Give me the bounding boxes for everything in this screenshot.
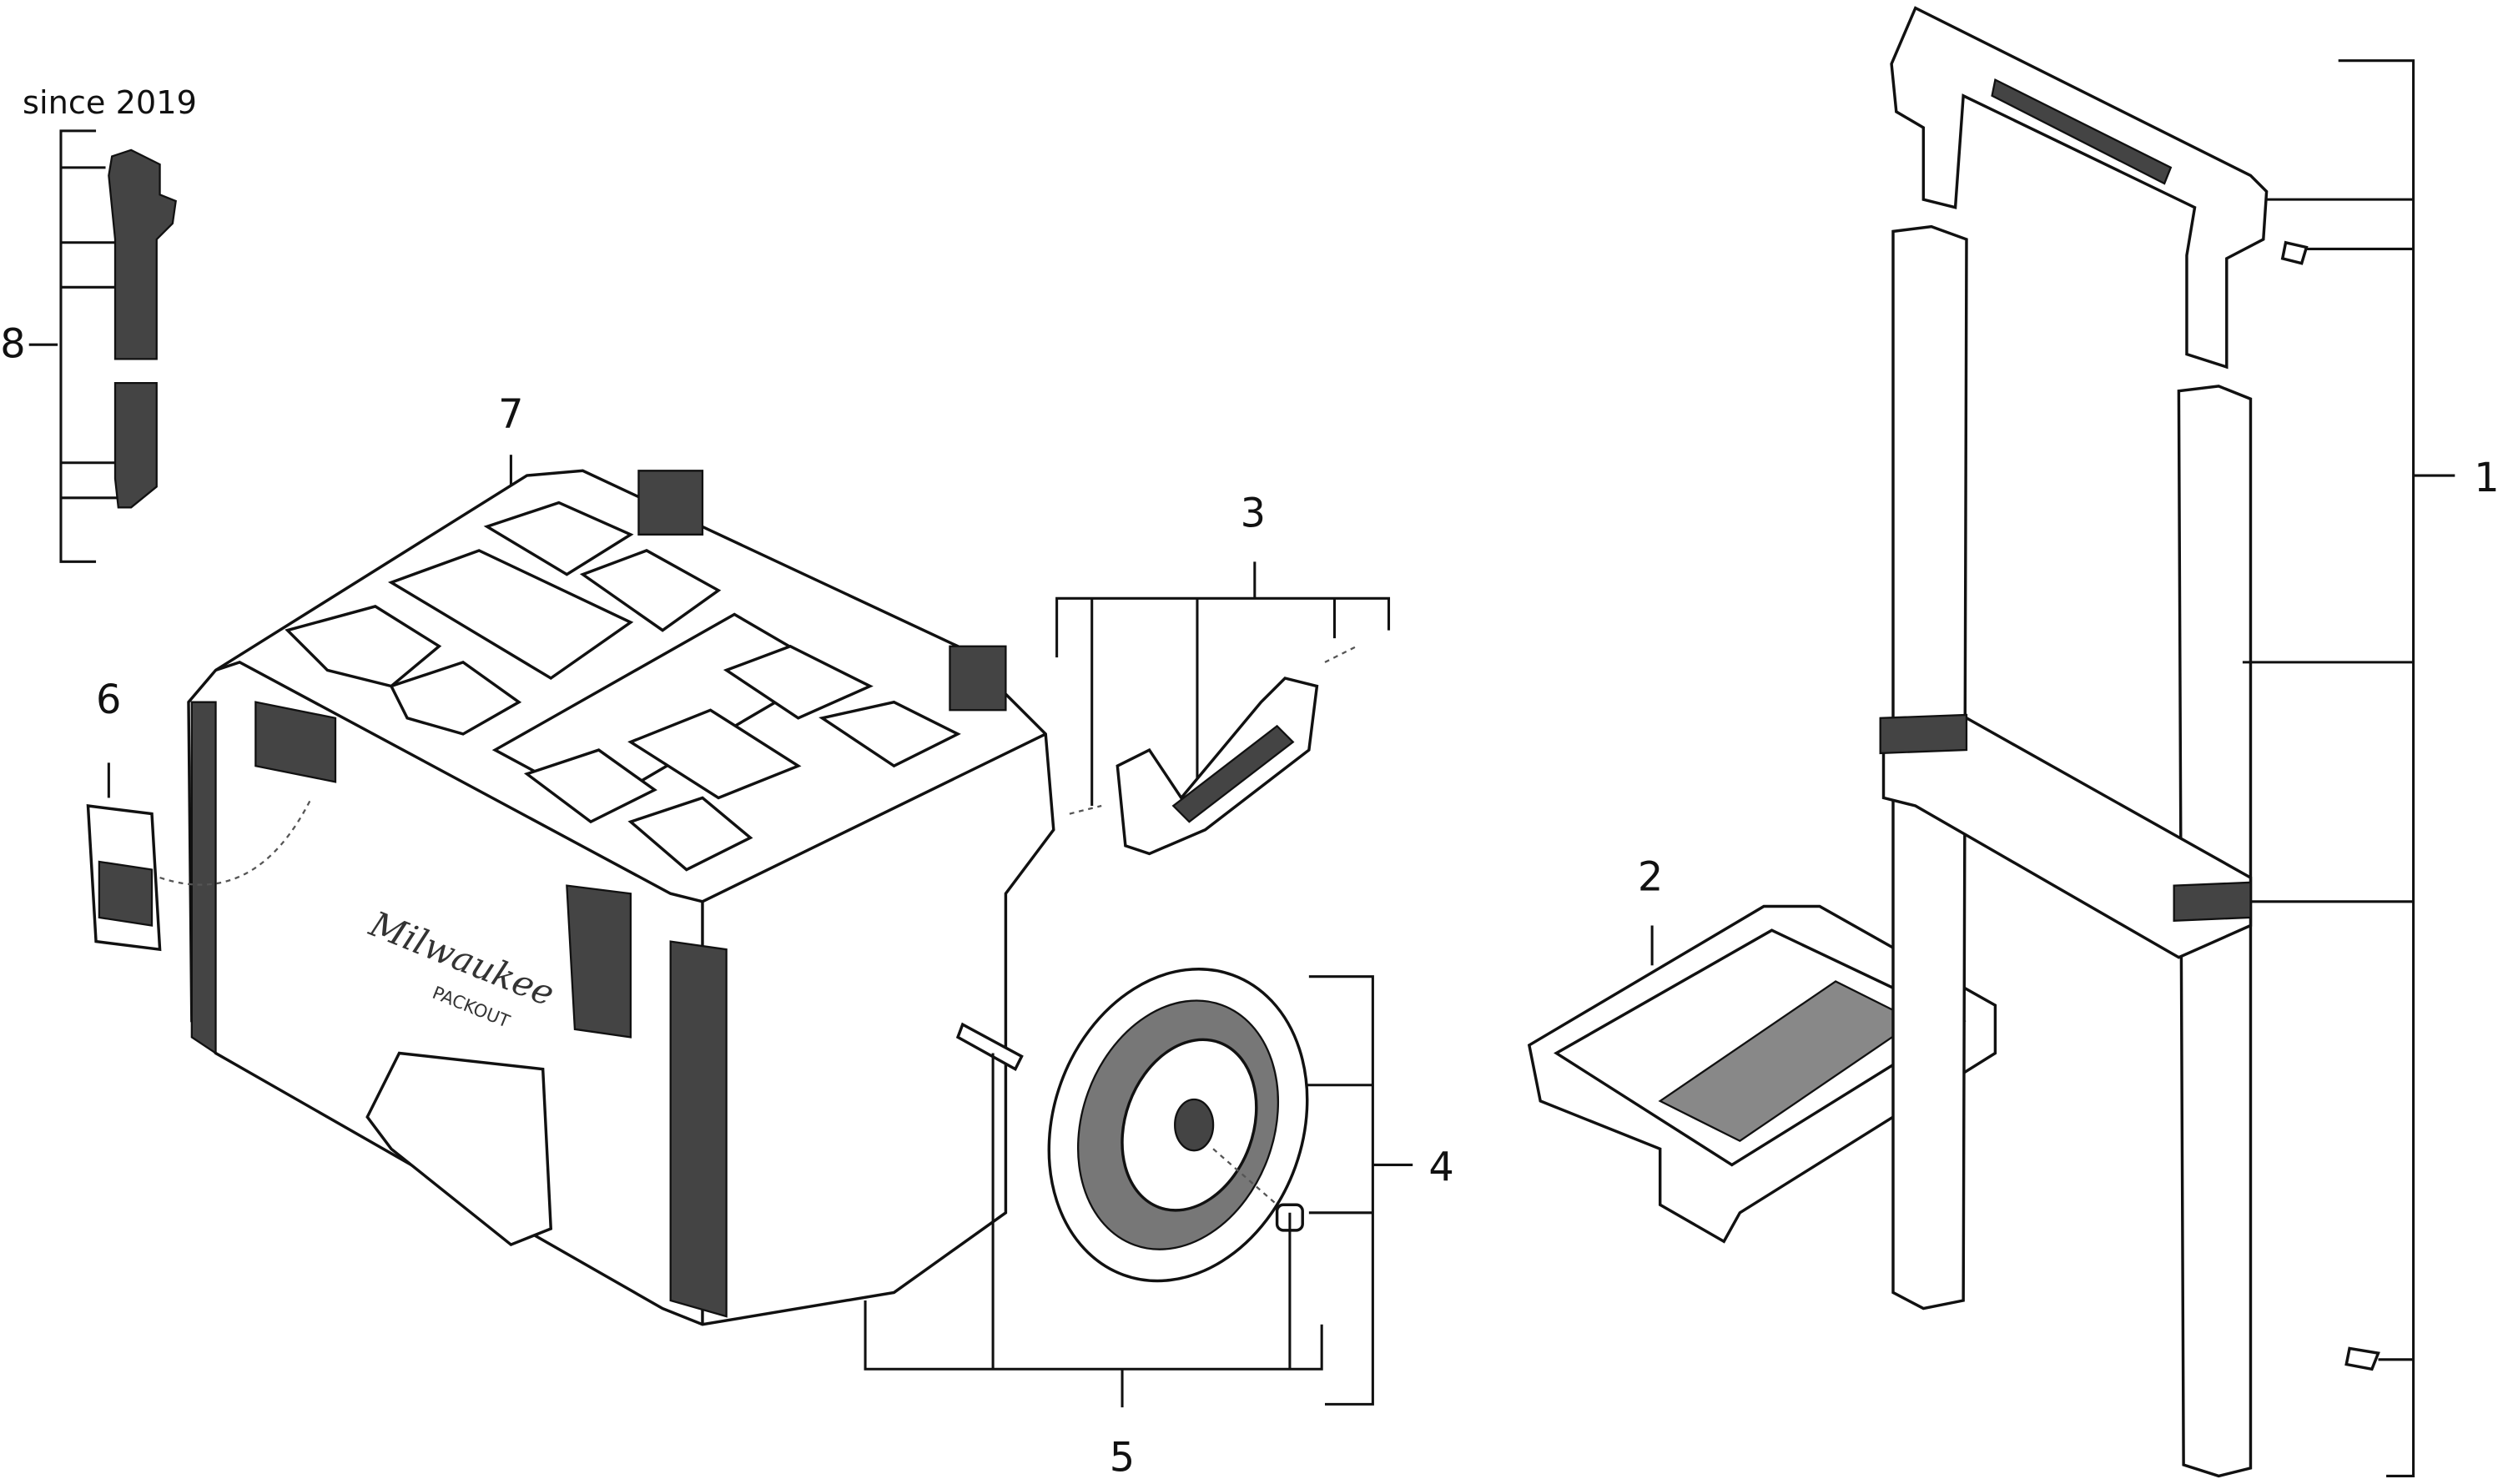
callout-1: 1 xyxy=(2474,455,2499,501)
callout-6: 6 xyxy=(96,677,121,723)
callout-4: 4 xyxy=(1428,1145,1453,1191)
part-7-toolbox: 7 Milwaukee PACKOUT xyxy=(187,392,1055,1326)
part-6-latch: 6 xyxy=(86,677,313,952)
callout-2: 2 xyxy=(1638,854,1663,900)
since-2019-note: since 2019 xyxy=(23,84,197,122)
part-2-tray: 2 xyxy=(1527,854,1997,1244)
part-4-wheel: 4 xyxy=(955,968,1454,1406)
callout-5: 5 xyxy=(1110,1436,1135,1481)
part-1-telescoping-handle: 1 xyxy=(1879,6,2500,1478)
part-8-handle-profile: since 2019 8 xyxy=(0,84,197,563)
part-5-axle-hardware: 5 xyxy=(864,1053,1323,1481)
part-3-side-handle: 3 xyxy=(1055,490,1391,856)
callout-8: 8 xyxy=(0,321,25,367)
callout-3: 3 xyxy=(1241,490,1266,536)
callout-7: 7 xyxy=(498,392,523,438)
